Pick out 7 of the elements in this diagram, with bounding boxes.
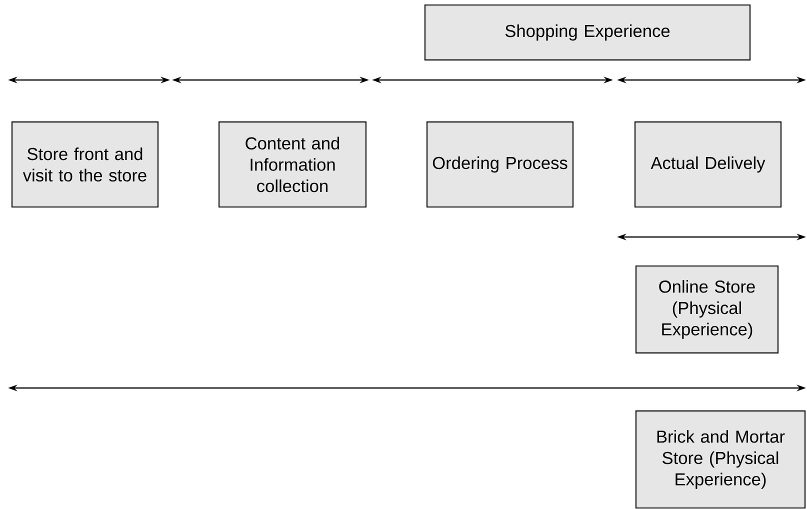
process-box: Shopping Experience [424,4,751,60]
process-box: Content and Information collection [218,121,366,208]
process-box: Brick and Mortar Store (Physical Experience) [635,410,806,509]
process-box: Store front and visit to the store [11,121,159,208]
process-box: Ordering Process [426,121,574,208]
process-box: Online Store (Physical Experience) [635,266,779,354]
process-box: Actual Delively [634,121,782,208]
